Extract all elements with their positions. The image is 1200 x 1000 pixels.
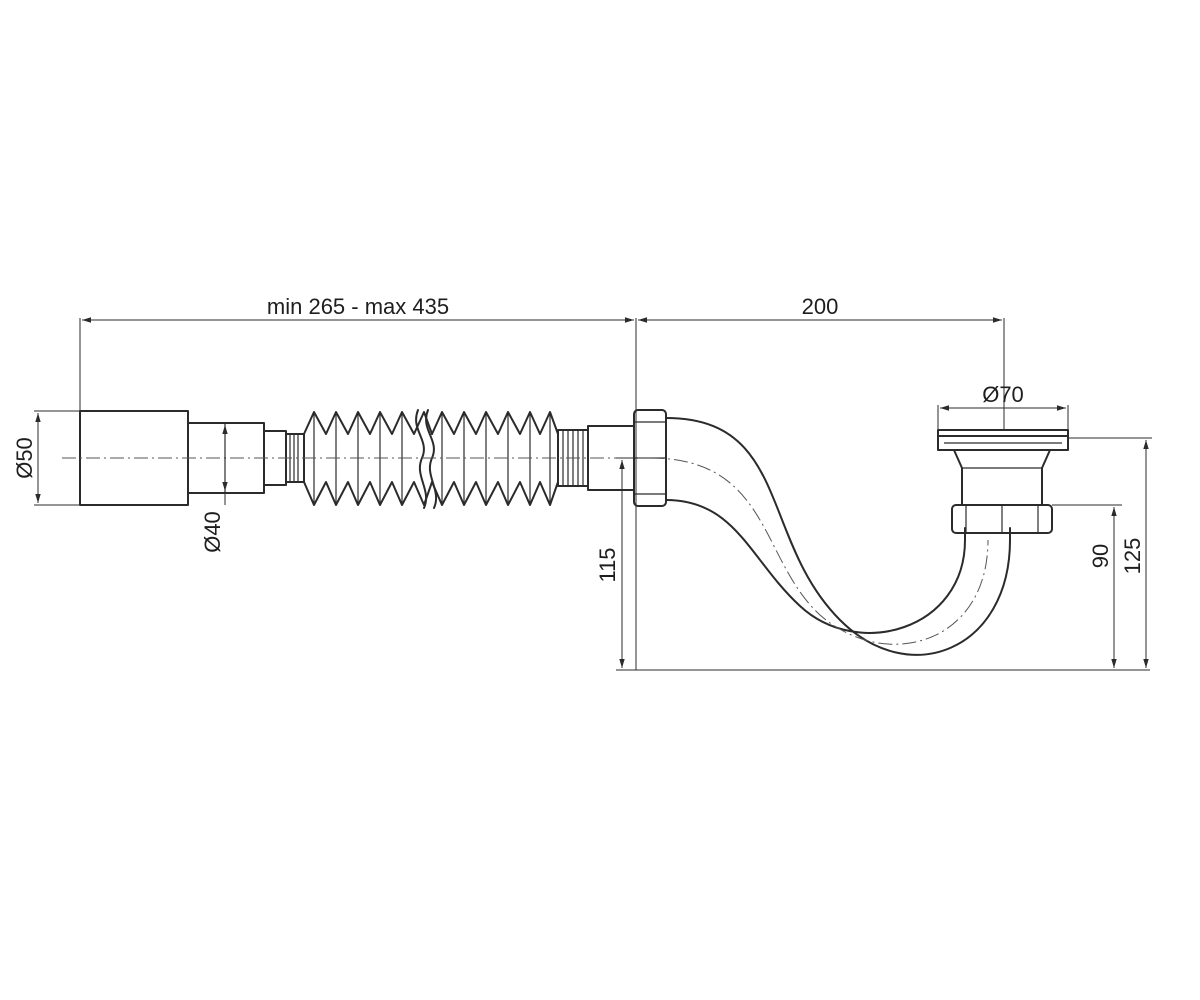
height-115-label: 115 xyxy=(595,547,620,582)
length-range-label: min 265 - max 435 xyxy=(267,294,449,319)
dimension-lines xyxy=(34,317,1152,671)
trap-outer-wall xyxy=(665,417,1011,656)
outlet-flange-top xyxy=(937,429,1069,437)
dimension-labels: min 265 - max 435 200 Ø70 Ø50 Ø40 115 90… xyxy=(12,294,1145,583)
height-90-label: 90 xyxy=(1088,544,1113,568)
trap-center-line xyxy=(649,457,989,645)
union-nut-right xyxy=(951,504,1053,534)
corrugated-hose xyxy=(303,409,559,509)
horizontal-offset-label: 200 xyxy=(802,294,839,319)
outlet-body xyxy=(953,449,1051,506)
pipe-diameter-label: Ø40 xyxy=(200,511,225,553)
height-125-label: 125 xyxy=(1120,538,1145,575)
siphon-body xyxy=(62,409,1069,656)
outlet-diameter-label: Ø70 xyxy=(982,382,1024,407)
inlet-diameter-label: Ø50 xyxy=(12,437,37,479)
break-line xyxy=(415,409,427,509)
trap-inner-wall xyxy=(665,499,966,634)
